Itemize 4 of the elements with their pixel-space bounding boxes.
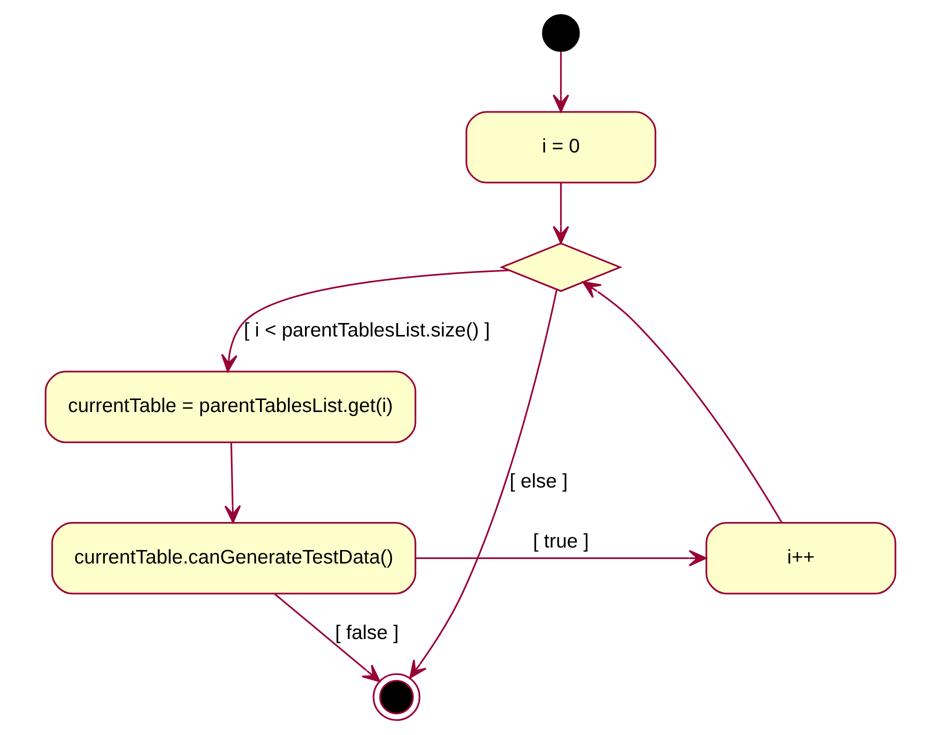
edge-label: [ true ] — [532, 530, 589, 553]
edge-label: [ false ] — [335, 622, 399, 644]
edge-label: [ else ] — [510, 470, 568, 493]
edge-label: [ i < parentTablesList.size() ] — [244, 319, 490, 342]
